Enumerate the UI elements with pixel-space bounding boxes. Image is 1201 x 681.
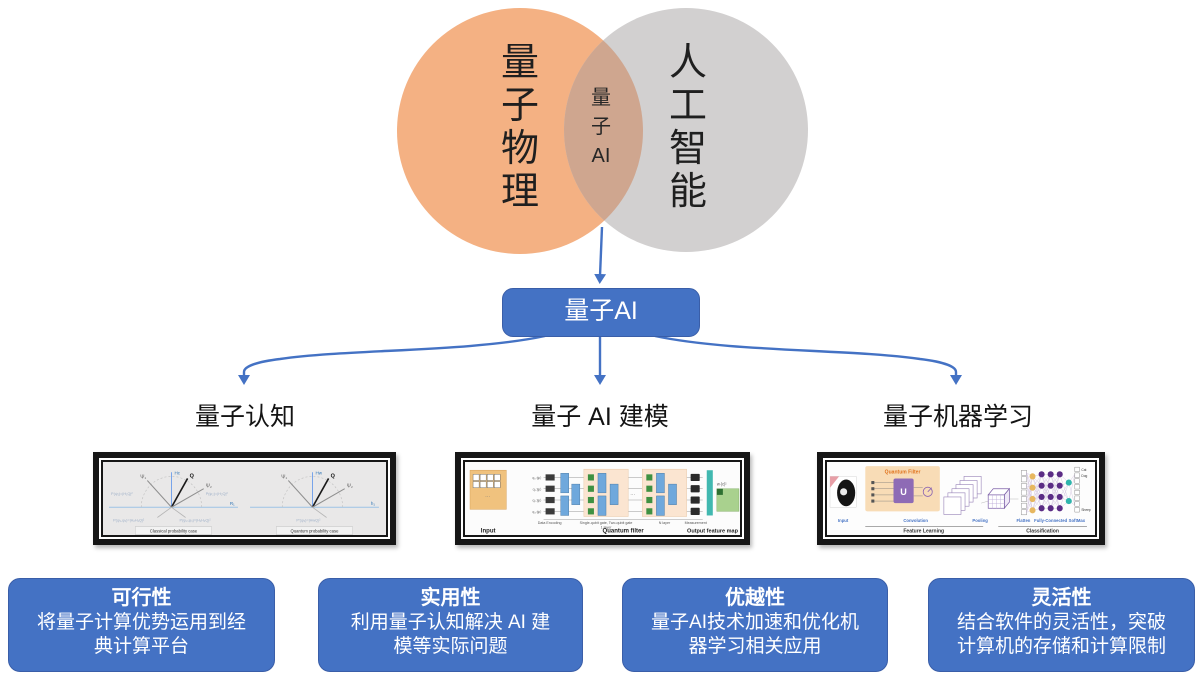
branch-label-quantum-ai-modeling: 量子 AI 建模 [531,403,669,431]
benefit-title: 实用性 [420,587,481,609]
wire-label: q₃:|ψ⟩ [532,510,542,514]
axis-label: Hw [316,470,323,475]
vector-label-psi2: Ψ₂ [206,484,212,490]
benefit-title: 灵活性 [1031,587,1092,609]
ellipsis: ··· [485,494,490,500]
benefit-body: 利用量子认知解决 AI 建 模等实际问题 [350,612,551,657]
svg-text:P(ψ₁)=|H₁Q|²: P(ψ₁)=|H₁Q|² [111,491,133,496]
vector-label-q: Q [190,473,195,479]
axis-label: R₁ [230,501,235,506]
vector-label-psi1: Ψ₁ [281,474,287,480]
svg-text:SoftMax: SoftMax [1069,518,1086,523]
svg-text:P(ψ₁,ψ₂)=|H₂H₁Q|²: P(ψ₁,ψ₂)=|H₂H₁Q|² [113,518,145,523]
u-gate-label: U [900,487,907,497]
axis-label: h₁ [371,501,375,506]
benefit-body: 量子AI技术加速和优化机 器学习相关应用 [651,612,859,657]
venn-overlap-lens [564,8,643,252]
class-label-cat: Cat [1081,468,1086,472]
svg-text:Convolution: Convolution [903,518,928,523]
svg-text:Single-qubit gate, Two-qubit g: Single-qubit gate, Two-qubit gate [580,521,633,525]
section-input: Input [481,527,496,534]
branch-label-quantum-cognition: 量子认知 [194,403,295,431]
svg-text:Measurement: Measurement [685,521,707,525]
quantum-filter-title: Quantum Filter [885,469,921,475]
svg-text:N layer: N layer [659,521,671,525]
quantum-circuit-diagram: ··· q₀:|ψ⟩ q₁:|ψ⟩ q₂:|ψ⟩ q₃:|ψ⟩ [469,468,740,534]
svg-text:1 layer: 1 layer [601,525,613,529]
vector-label-q: Q [331,473,336,479]
svg-text:P(ψ₂,ψ₁)=|H₁H₂Q|²: P(ψ₂,ψ₁)=|H₁H₂Q|² [180,518,212,523]
benefit-card-feasibility: 可行性 将量子计算优势运用到经 典计算平台 [8,578,275,672]
benefit-card-superiority: 优越性 量子AI技术加速和优化机 器学习相关应用 [622,578,888,672]
benefit-title: 优越性 [725,587,785,609]
benefit-card-practicality: 实用性 利用量子认知解决 AI 建 模等实际问题 [318,578,583,672]
svg-text:Data Encoding: Data Encoding [538,521,562,525]
quantum-cognition-figure: Hc R₁ Q Ψ₁ Ψ₂ P(ψ₁)=|H₁Q|² P(ψ₂)=|H₂Q|² … [93,452,396,545]
svg-text:Fully-Connected: Fully-Connected [1034,518,1067,523]
connector-hub-to-left [238,334,546,385]
arrow-venn-to-hub [594,226,607,284]
svg-text:P(ψ₂)=|H₂Q|²: P(ψ₂)=|H₂Q|² [206,491,229,496]
axis-label: Hc [175,470,181,475]
probability-vectors-diagram: Hc R₁ Q Ψ₁ Ψ₂ P(ψ₁)=|H₁Q|² P(ψ₂)=|H₂Q|² … [109,470,379,535]
weight-formula: w·|c|² [717,482,727,487]
svg-text:P′(ψ₂)=|HwQ|²: P′(ψ₂)=|HwQ|² [296,518,321,523]
benefit-title: 可行性 [111,587,172,609]
svg-text:Pooling: Pooling [972,518,988,523]
section-output: Output feature map [687,528,739,534]
quantum-machine-learning-figure: Quantum Filter U [817,452,1105,545]
venn-right-label: 人 工 智 能 [668,42,707,213]
section-classification: Classification [1026,528,1059,534]
ellipsis: ··· [630,492,635,498]
vector-label-psi2: Ψ₂ [347,484,353,490]
benefit-body: 结合软件的灵活性，突破 计算机的存储和计算限制 [956,612,1166,657]
section-quantum-filter: Quantum filter [603,527,645,534]
section-feature-learning: Feature Learning [903,528,944,534]
caption-classical: Classical probability case [150,528,198,533]
vector-label-psi1: Ψ₁ [140,474,146,480]
wire-label: q₂:|ψ⟩ [532,499,542,503]
benefit-body: 将量子计算优势运用到经 典计算平台 [36,612,246,657]
quantum-ai-hub-node: 量子AI [502,288,700,337]
quantum-ai-modeling-figure: ··· q₀:|ψ⟩ q₁:|ψ⟩ q₂:|ψ⟩ q₃:|ψ⟩ [455,452,750,545]
svg-text:Input: Input [838,518,849,523]
venn-overlap-label: 量 子 AI [591,87,611,167]
branch-label-quantum-machine-learning: 量子机器学习 [882,403,1033,431]
caption-quantum: Quantum probability case [291,528,339,533]
class-label-sheep: Sheep [1081,508,1090,512]
quantum-cnn-diagram: Quantum Filter U [829,466,1091,534]
wire-label: q₁:|ψ⟩ [533,487,543,491]
benefit-card-flexibility: 灵活性 结合软件的灵活性，突破 计算机的存储和计算限制 [928,578,1195,672]
svg-text:Flatten: Flatten [1017,518,1031,523]
class-label-dog: Dog [1081,474,1087,478]
connector-hub-to-right [654,334,962,385]
wire-label: q₀:|ψ⟩ [532,476,542,480]
venn-left-label: 量 子 物 理 [500,42,539,213]
